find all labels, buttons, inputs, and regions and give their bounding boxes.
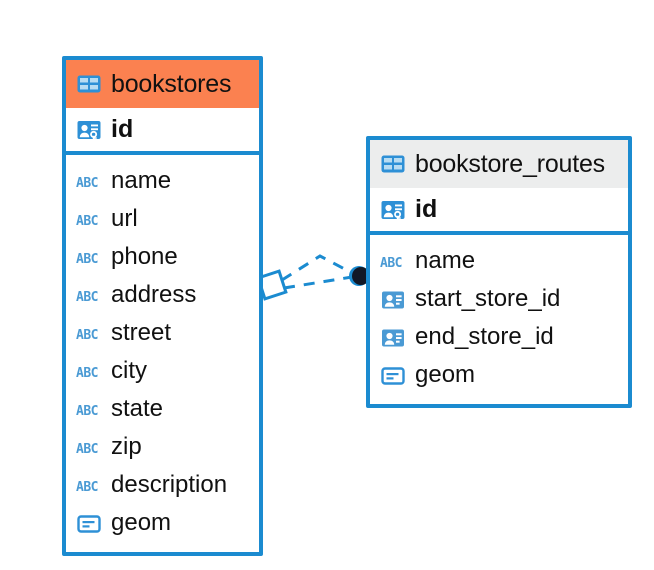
foreign-key-icon (380, 325, 406, 351)
field-label: geom (415, 361, 476, 388)
text-type-icon: ABC (76, 251, 98, 267)
entity-title: bookstore_routes (415, 149, 605, 178)
field-row-geom[interactable]: geom (66, 505, 259, 543)
text-type-icon: ABC (76, 213, 98, 229)
field-label: start_store_id (415, 285, 561, 312)
field-row-start-store-id[interactable]: start_store_id (370, 281, 628, 319)
field-label: geom (111, 509, 172, 536)
field-row-name[interactable]: ABC name (66, 163, 259, 201)
field-row-geom[interactable]: geom (370, 357, 628, 395)
entity-title: bookstores (111, 69, 232, 98)
primary-key-icon (76, 117, 102, 143)
text-type-icon: ABC (76, 441, 98, 457)
entity-header-bookstore-routes[interactable]: bookstore_routes (370, 140, 628, 188)
entity-table-bookstore-routes[interactable]: bookstore_routes id ABC name (366, 136, 632, 408)
field-row-end-store-id[interactable]: end_store_id (370, 319, 628, 357)
text-type-icon: ABC (76, 175, 98, 191)
field-label: name (111, 167, 172, 194)
field-list-bookstores: ABC name ABC url ABC phone ABC address A… (66, 155, 259, 552)
field-label: description (111, 471, 228, 498)
field-row-primary-key[interactable]: id (370, 188, 628, 235)
field-label: city (111, 357, 147, 384)
field-row-state[interactable]: ABC state (66, 391, 259, 429)
field-row-city[interactable]: ABC city (66, 353, 259, 391)
field-row-street[interactable]: ABC street (66, 315, 259, 353)
field-label: id (415, 195, 438, 223)
table-icon (380, 151, 406, 177)
field-row-description[interactable]: ABC description (66, 467, 259, 505)
field-row-name[interactable]: ABC name (370, 243, 628, 281)
relationship-branch-upper (281, 254, 355, 282)
foreign-key-icon (380, 287, 406, 313)
text-type-icon: ABC (76, 403, 98, 419)
field-label: url (111, 205, 138, 232)
field-label: phone (111, 243, 178, 270)
entity-header-bookstores[interactable]: bookstores (66, 60, 259, 108)
text-type-icon: ABC (76, 479, 98, 495)
field-row-address[interactable]: ABC address (66, 277, 259, 315)
field-label: id (111, 115, 134, 143)
field-row-zip[interactable]: ABC zip (66, 429, 259, 467)
field-list-bookstore-routes: ABC name start_store_id (370, 235, 628, 404)
field-label: zip (111, 433, 142, 460)
table-icon (76, 71, 102, 97)
field-row-phone[interactable]: ABC phone (66, 239, 259, 277)
text-type-icon: ABC (380, 255, 402, 271)
geometry-type-icon (76, 511, 102, 537)
field-label: street (111, 319, 172, 346)
field-label: end_store_id (415, 323, 554, 350)
field-label: state (111, 395, 164, 422)
text-type-icon: ABC (76, 365, 98, 381)
text-type-icon: ABC (76, 289, 98, 305)
relationship-branch-lower (283, 275, 353, 290)
geometry-type-icon (380, 363, 406, 389)
field-label: name (415, 247, 476, 274)
field-row-url[interactable]: ABC url (66, 201, 259, 239)
field-row-primary-key[interactable]: id (66, 108, 259, 155)
text-type-icon: ABC (76, 327, 98, 343)
field-label: address (111, 281, 197, 308)
primary-key-icon (380, 197, 406, 223)
entity-table-bookstores[interactable]: bookstores id ABC name (62, 56, 263, 556)
